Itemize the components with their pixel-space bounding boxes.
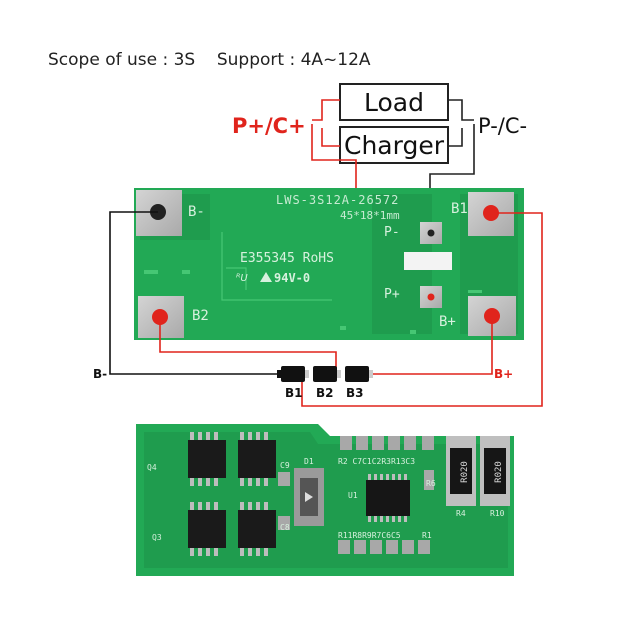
- ref-d1: D1: [304, 457, 314, 466]
- mosfet-bottom-left: [188, 502, 226, 556]
- bms-board-top: LWS-3S12A-26572 45*18*1mm E355345 RoHS ᴿ…: [134, 188, 524, 340]
- battery-cell-b2: [313, 366, 341, 382]
- mosfet-bottom-right: [238, 502, 276, 556]
- mosfet-top-left: [188, 432, 226, 486]
- support-current-text: Support : 4A~12A: [216, 50, 371, 70]
- p-minus-c-minus-label: P-/C-: [478, 114, 527, 138]
- board-model-text: LWS-3S12A-26572: [276, 193, 399, 207]
- cell-b2-label: B2: [316, 386, 334, 400]
- pad-p-plus: [420, 286, 442, 308]
- ref-row-top: R2 C7C1C2R3R13C3: [338, 457, 415, 466]
- p-plus-label: P+: [384, 287, 400, 302]
- ref-r1: R1: [422, 531, 432, 540]
- battery-pack: B1 B2 B3: [277, 366, 373, 400]
- certification-text: E355345 RoHS: [240, 251, 334, 266]
- ref-r4: R4: [456, 509, 466, 518]
- triangle-mark-icon: [260, 272, 272, 282]
- flame-rating-text: 94V-0: [274, 271, 310, 285]
- load-box: Load: [339, 83, 449, 121]
- ref-r10: R10: [490, 509, 505, 518]
- passives-bottom-row: [338, 540, 430, 554]
- shunt2-value: R020: [494, 461, 504, 483]
- ul-mark-icon: ᴿU: [236, 273, 248, 284]
- p-plus-c-plus-label: P+/C+: [232, 114, 306, 138]
- charger-box: Charger: [339, 126, 449, 164]
- battery-cell-b3: [345, 366, 373, 382]
- shunt-resistor-1: R020: [446, 436, 476, 506]
- ref-r6: R6: [426, 479, 436, 488]
- ref-u1: U1: [348, 491, 358, 500]
- cell-b1-label: B1: [285, 386, 303, 400]
- board-size-text: 45*18*1mm: [340, 209, 400, 222]
- ic-u1: [366, 474, 410, 522]
- b-minus-label: B-: [188, 204, 205, 220]
- battery-wiring: [109, 211, 543, 407]
- pad-b2: [138, 296, 184, 338]
- pad-b1: [468, 192, 514, 236]
- load-label: Load: [364, 88, 424, 117]
- b1-label: B1: [451, 201, 468, 217]
- shunt-resistor-2: R020: [480, 436, 510, 506]
- shunt1-value: R020: [460, 461, 470, 483]
- battery-negative-label: B-: [93, 367, 107, 381]
- passives-top-row: [340, 436, 434, 450]
- p-minus-label: P-: [384, 225, 400, 240]
- diode-d1: [294, 468, 324, 526]
- scope-of-use-text: Scope of use : 3S: [48, 50, 196, 70]
- mosfet-top-right: [238, 432, 276, 486]
- ref-c8: C8: [280, 523, 290, 532]
- spec-line: Scope of use : 3S Support : 4A~12A: [48, 50, 371, 70]
- b2-label: B2: [192, 308, 209, 324]
- pad-p-minus: [420, 222, 442, 244]
- battery-positive-label: B+: [494, 367, 513, 381]
- b-plus-label: B+: [439, 314, 456, 330]
- ref-q3: Q3: [152, 533, 162, 542]
- pad-b-minus: [136, 190, 182, 236]
- ref-row-bottom: R11R8R9R7C6C5: [338, 531, 401, 540]
- ref-q4: Q4: [147, 463, 157, 472]
- battery-cell-b1: [277, 366, 309, 382]
- ref-c9: C9: [280, 461, 290, 470]
- charger-label: Charger: [344, 131, 445, 160]
- cell-b3-label: B3: [346, 386, 364, 400]
- bms-board-bottom: R020 R020 Q4 Q3 C9 C8 D1 U1 R6 R4 R10 R1…: [136, 424, 514, 576]
